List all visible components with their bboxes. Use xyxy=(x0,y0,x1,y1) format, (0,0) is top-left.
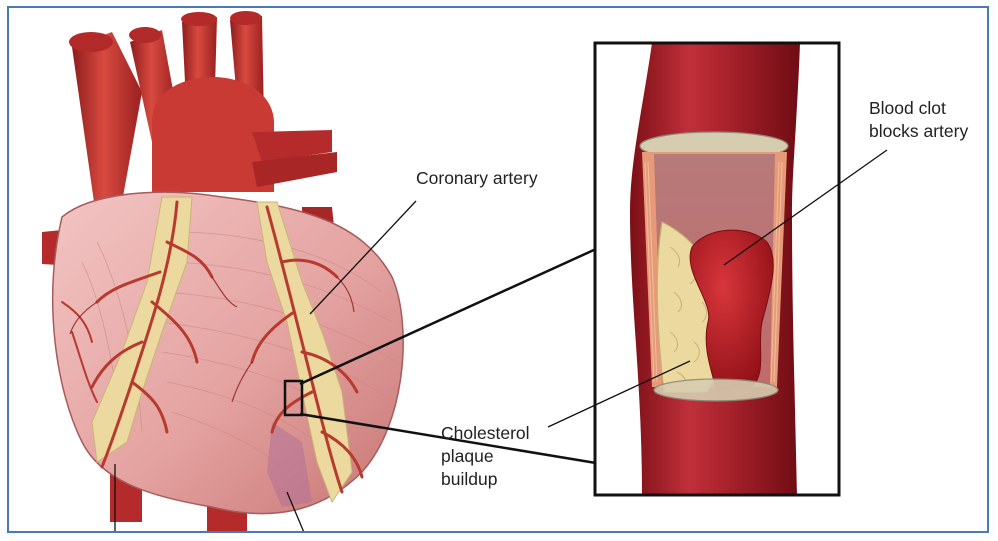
cholesterol-label: Cholesterol plaque buildup xyxy=(441,422,530,491)
diagram-frame: Coronary artery Blood clot blocks artery… xyxy=(7,6,989,533)
coronary-artery-label: Coronary artery xyxy=(416,167,538,190)
blood-clot-label: Blood clot blocks artery xyxy=(869,97,968,143)
artery-cross-section-inset xyxy=(595,43,839,495)
